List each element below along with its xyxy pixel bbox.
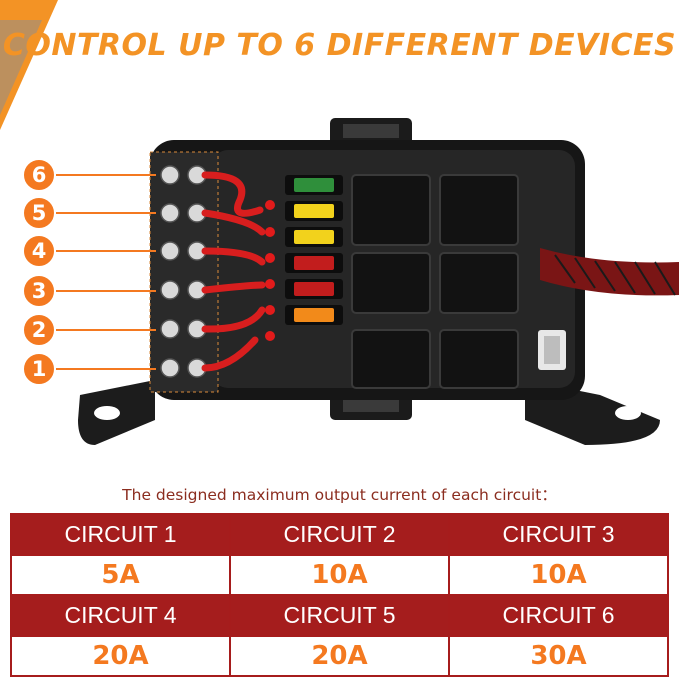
corner-decoration xyxy=(0,0,58,130)
circuit-name: CIRCUIT 3 xyxy=(448,513,669,556)
terminal-number-badge: 4 xyxy=(24,236,54,266)
headline: CONTROL UP TO 6 DIFFERENT DEVICES xyxy=(2,28,677,63)
circuit-current: 5A xyxy=(10,554,231,596)
terminal-number-badge: 5 xyxy=(24,198,54,228)
circuit-name: CIRCUIT 1 xyxy=(10,513,231,556)
terminal-number-badge: 3 xyxy=(24,276,54,306)
table-row: 5A 10A 10A xyxy=(10,554,669,596)
circuit-name: CIRCUIT 2 xyxy=(229,513,450,556)
circuit-current-table: CIRCUIT 1 CIRCUIT 2 CIRCUIT 3 5A 10A 10A… xyxy=(10,513,669,677)
terminal-number-badge: 1 xyxy=(24,354,54,384)
leader-line xyxy=(56,250,156,252)
table-row: 20A 20A 30A xyxy=(10,635,669,677)
leader-line xyxy=(56,329,156,331)
fuse-relay-box-image xyxy=(78,118,679,445)
circuit-current: 10A xyxy=(229,554,450,596)
fuses xyxy=(285,175,343,325)
blade-fuse xyxy=(294,282,334,296)
leader-line xyxy=(56,290,156,292)
circuit-current: 30A xyxy=(448,635,669,677)
blade-fuse xyxy=(294,178,334,192)
blade-fuse xyxy=(294,256,334,270)
blade-fuse xyxy=(294,204,334,218)
output-current-caption: The designed maximum output current of e… xyxy=(122,486,557,504)
blade-fuse xyxy=(294,230,334,244)
leader-line xyxy=(56,368,156,370)
terminal-number-badge: 2 xyxy=(24,315,54,345)
table-row: CIRCUIT 4 CIRCUIT 5 CIRCUIT 6 xyxy=(10,594,669,637)
circuit-current: 20A xyxy=(10,635,231,677)
circuit-current: 20A xyxy=(229,635,450,677)
blade-fuse xyxy=(294,308,334,322)
circuit-name: CIRCUIT 4 xyxy=(10,594,231,637)
terminal-number-badge: 6 xyxy=(24,160,54,190)
circuit-name: CIRCUIT 5 xyxy=(229,594,450,637)
circuit-current: 10A xyxy=(448,554,669,596)
leader-line xyxy=(56,212,156,214)
table-row: CIRCUIT 1 CIRCUIT 2 CIRCUIT 3 xyxy=(10,513,669,556)
circuit-name: CIRCUIT 6 xyxy=(448,594,669,637)
leader-line xyxy=(56,174,156,176)
